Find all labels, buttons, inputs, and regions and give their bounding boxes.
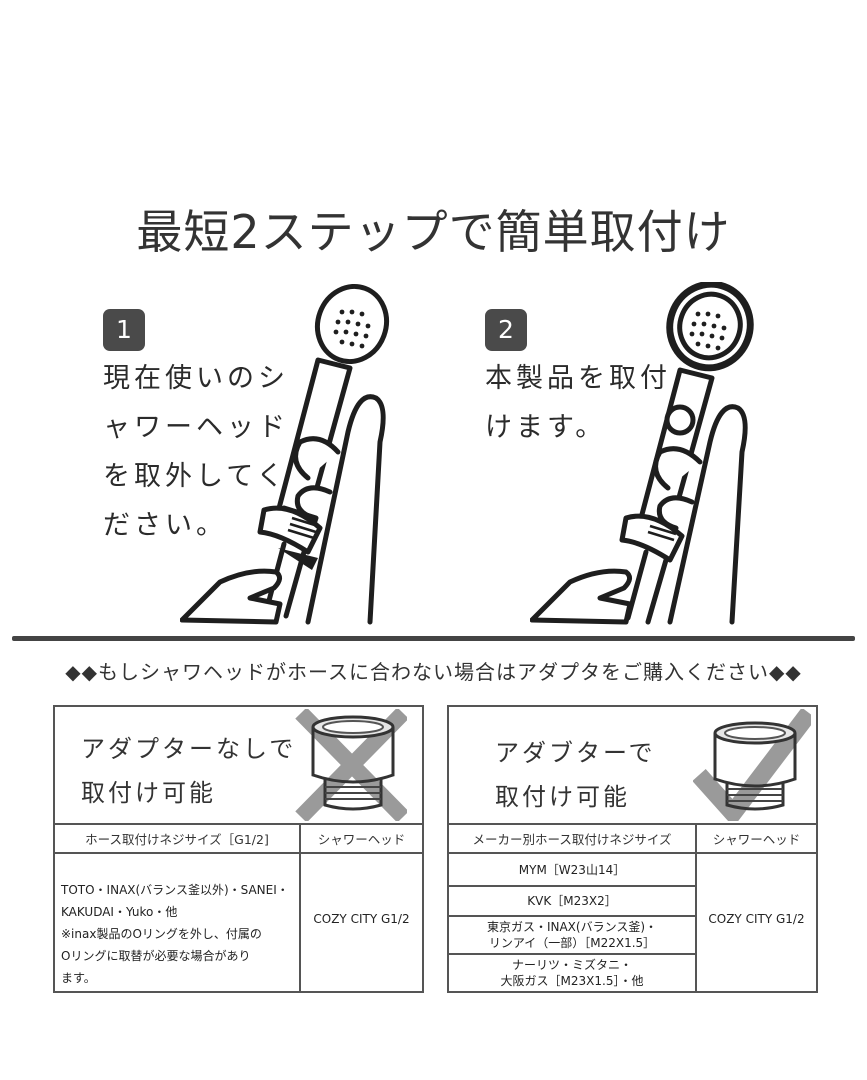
hose-size-header: ホース取付けネジサイズ［G1/2] <box>85 832 269 847</box>
maker-row-line: 大阪ガス［M23X1.5］・他 <box>500 974 644 988</box>
hand-shower-attaching-illustration <box>530 282 754 625</box>
maker-row: MYM［W23山14］ <box>449 862 695 878</box>
adapter-fitting-icon <box>295 709 407 821</box>
no-adapter-panel: アダプターなしで 取付け可能 ホース取付けネジサイズ［G1/2] シャワーヘッド… <box>53 705 424 993</box>
maker-hose-size-header: メーカー別ホース取付けネジサイズ <box>472 832 672 847</box>
check-mark-icon <box>693 709 811 821</box>
showerhead-header: シャワーヘッド <box>712 832 801 847</box>
adapter-heading: アダブターで 取付け可能 <box>495 731 656 819</box>
hand-shower-removing-illustration <box>180 283 389 625</box>
step-2-text: 本製品を取付 けます。 <box>485 354 671 452</box>
step-2-line: 本製品を取付 <box>485 363 671 394</box>
step-1-line: を取外してく <box>103 461 288 492</box>
heading-line: 取付け可能 <box>81 779 216 807</box>
adapter-fitting-icon <box>693 709 811 821</box>
product-name: COZY CITY G1/2 <box>313 912 410 926</box>
step-2-badge: 2 <box>485 309 527 351</box>
step-1-text: 現在使いのシ ャワーヘッド を取外してく ださい。 <box>103 354 289 550</box>
heading-line: アダブターで <box>495 739 656 767</box>
showerhead-header: シャワーヘッド <box>317 832 406 847</box>
makers-line: KAKUDAI・Yuko・他 <box>61 905 178 919</box>
product-name: COZY CITY G1/2 <box>708 912 805 926</box>
adapter-panel: アダブターで 取付け可能 メーカー別ホース取付けネジサイズ シャワーヘッド MY… <box>447 705 818 993</box>
makers-line: TOTO・INAX(バランス釜以外)・SANEI・ <box>61 883 289 897</box>
maker-row-line: KVK［M23X2］ <box>527 894 617 908</box>
note-line: ます。 <box>61 971 96 985</box>
note-line: ※inax製品のOリングを外し、付属の <box>61 927 262 941</box>
step-1-badge: 1 <box>103 309 145 351</box>
maker-row-line: ナーリツ・ミズタニ・ <box>511 958 632 972</box>
note-line: Oリングに取替が必要な場合があり <box>61 949 251 963</box>
section-divider <box>12 636 855 641</box>
maker-row-line: リンアイ（一部）［M22X1.5］ <box>488 936 656 950</box>
maker-row: ナーリツ・ミズタニ・ 大阪ガス［M23X1.5］・他 <box>449 957 695 989</box>
heading-line: アダプターなしで <box>81 735 297 763</box>
no-adapter-heading: アダプターなしで 取付け可能 <box>81 727 296 815</box>
step-1-line: 現在使いのシ <box>103 363 289 394</box>
maker-row-line: MYM［W23山14］ <box>518 863 626 877</box>
adapter-notice: ◆◆もしシャワヘッドがホースに合わない場合はアダプタをご購入ください◆◆ <box>65 660 802 684</box>
maker-row-line: 東京ガス・INAX(バランス釜)・ <box>486 920 658 934</box>
compatible-makers: TOTO・INAX(バランス釜以外)・SANEI・ KAKUDAI・Yuko・他… <box>61 879 289 989</box>
step-1-line: ださい。 <box>103 510 227 541</box>
step-1-line: ャワーヘッド <box>103 412 289 443</box>
step-2-line: けます。 <box>485 412 607 443</box>
page-title: 最短2ステップで簡単取付け <box>136 205 731 259</box>
maker-row: KVK［M23X2］ <box>449 893 695 909</box>
heading-line: 取付け可能 <box>495 783 630 811</box>
maker-row: 東京ガス・INAX(バランス釜)・ リンアイ（一部）［M22X1.5］ <box>449 919 695 951</box>
